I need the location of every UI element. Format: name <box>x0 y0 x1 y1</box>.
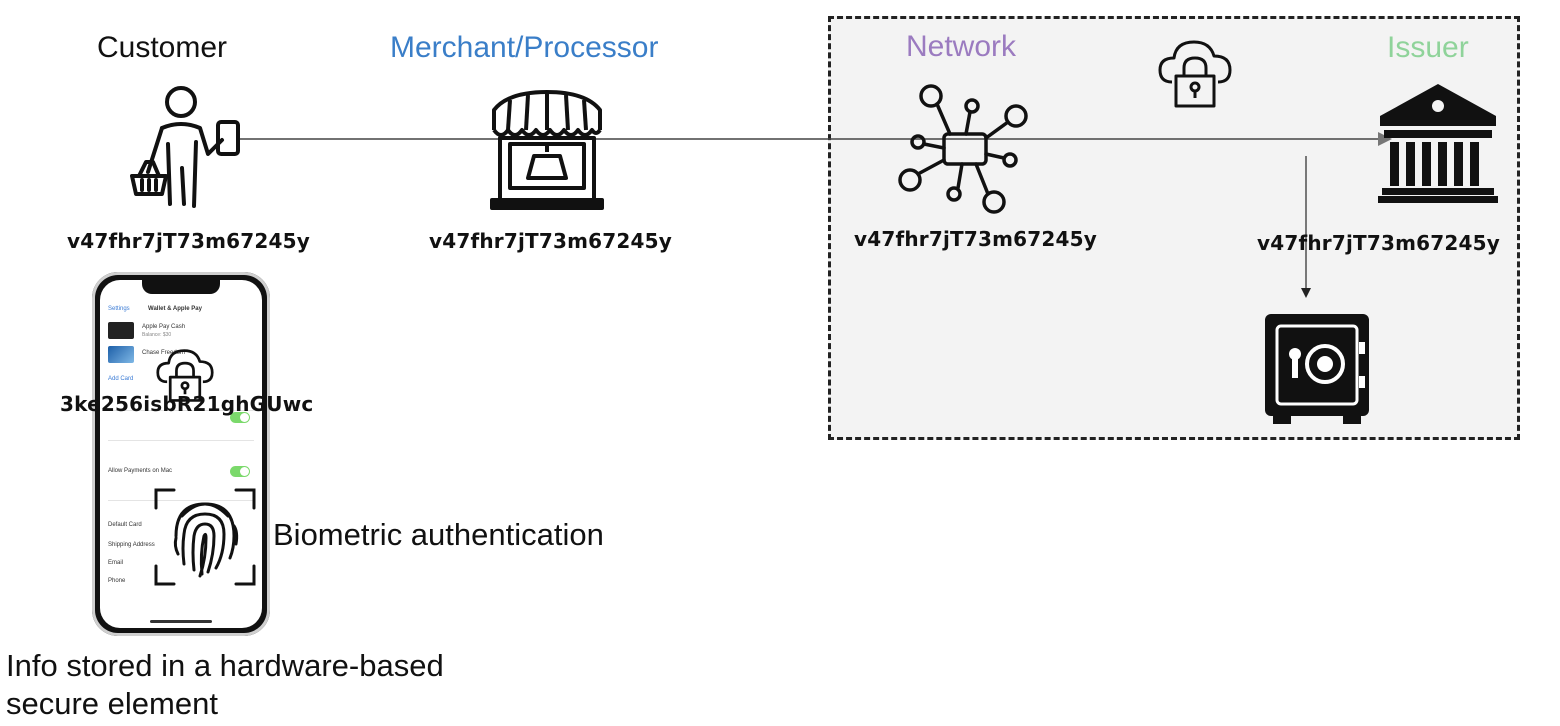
network-hub-icon <box>898 84 1028 214</box>
issuer-token: v47fhr7jT73m67245y <box>1257 231 1500 255</box>
bank-icon <box>1378 84 1498 203</box>
storage-note-line2: secure element <box>6 686 218 721</box>
home-indicator <box>150 620 212 623</box>
merchant-token: v47fhr7jT73m67245y <box>429 229 672 253</box>
device-encrypted-token: 3ke256isbR21ghGUwc <box>60 392 314 416</box>
storage-note-line1: Info stored in a hardware-based <box>6 648 444 683</box>
settings-back-link[interactable]: Settings <box>108 306 130 312</box>
network-token: v47fhr7jT73m67245y <box>854 227 1097 251</box>
wallet-screen: Settings Wallet & Apple Pay Apple Pay Ca… <box>100 280 262 628</box>
fingerprint-icon <box>154 488 256 586</box>
card2-name: Chase Freedom <box>142 350 186 356</box>
default-card-label[interactable]: Default Card <box>108 522 142 528</box>
toggle-1[interactable] <box>230 412 250 423</box>
safe-icon <box>1265 314 1369 424</box>
storefront-icon <box>490 90 604 210</box>
biometric-label: Biometric authentication <box>273 517 604 552</box>
cloud-lock-icon <box>1158 40 1232 108</box>
card1-name: Apple Pay Cash <box>142 324 186 330</box>
phone-label[interactable]: Phone <box>108 578 126 584</box>
allow-payments-toggle[interactable] <box>230 466 250 477</box>
divider <box>108 500 254 501</box>
device-cloud-lock-icon <box>156 349 214 402</box>
phone-mockup: Settings Wallet & Apple Pay Apple Pay Ca… <box>92 272 270 636</box>
email-label[interactable]: Email <box>108 560 124 566</box>
person-with-card-icon <box>130 86 240 208</box>
divider <box>108 440 254 441</box>
customer-label: Customer <box>97 31 228 64</box>
card1-balance: Balance: $30 <box>142 332 172 338</box>
add-card-link[interactable]: Add Card <box>108 376 134 382</box>
allow-payments-label: Allow Payments on Mac <box>108 468 173 474</box>
card-thumbnail-chase <box>108 346 134 363</box>
merchant-label: Merchant/Processor <box>390 31 659 64</box>
divider <box>108 410 254 411</box>
network-label: Network <box>906 30 1017 63</box>
phone-notch <box>142 280 220 294</box>
card-thumbnail-cash <box>108 322 134 339</box>
customer-token: v47fhr7jT73m67245y <box>67 229 310 253</box>
shipping-label[interactable]: Shipping Address <box>108 542 155 548</box>
network-issuer-zone <box>828 16 1520 440</box>
screen-title: Wallet & Apple Pay <box>148 306 202 312</box>
issuer-label: Issuer <box>1387 31 1469 64</box>
